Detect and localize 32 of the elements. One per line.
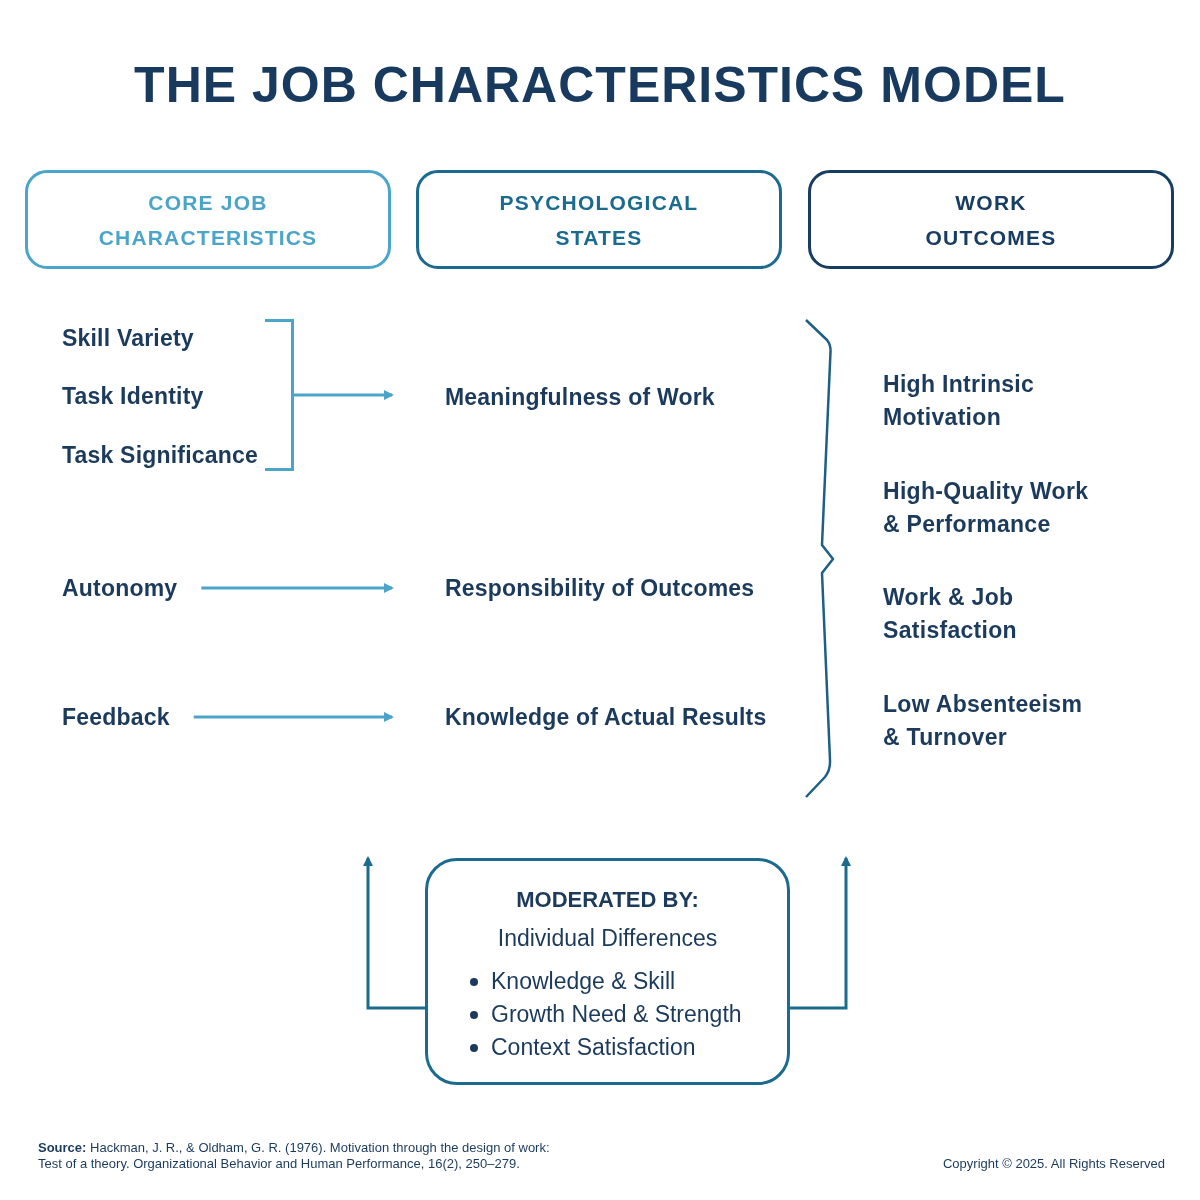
moderator-subheading: Individual Differences: [497, 924, 718, 953]
column-heading: WORK OUTCOMES: [925, 189, 1057, 251]
work-outcome-label: High Intrinsic Motivation: [883, 368, 1036, 434]
moderator-list-item: Knowledge & Skill: [491, 967, 676, 996]
column-header-card: [25, 170, 391, 269]
column-heading: PSYCHOLOGICAL STATES: [499, 189, 699, 251]
source-citation: Source: Hackman, J. R., & Oldham, G. R. (1976). Motivation through the design of work: Test of a theory. Organizational Behavior and Human Performance, 16(2), 250–279.: [38, 1140, 551, 1172]
moderator-heading: MODERATED BY:: [516, 886, 699, 914]
work-outcome-label: High-Quality Work & Performance: [883, 475, 1090, 541]
column-header-card: [416, 170, 782, 269]
moderator-list-item: Growth Need & Strength: [491, 1000, 742, 1029]
moderator-list-item: Context Satisfaction: [491, 1033, 696, 1062]
work-outcome-label: Work & Job Satisfaction: [883, 581, 1018, 647]
moderator-panel: [425, 858, 790, 1085]
psychological-state-label: Knowledge of Actual Results: [445, 702, 767, 732]
psychological-state-label: Responsibility of Outcomes: [445, 573, 755, 603]
connector-arrow: [193, 712, 394, 722]
connector-arrow: [790, 856, 851, 1010]
copyright-notice: Copyright © 2025. All Rights Reserved: [942, 1156, 1165, 1172]
connector-arrow: [363, 856, 425, 1010]
column-header-card: [808, 170, 1174, 269]
connector-arrow: [292, 390, 394, 400]
psychological-state-label: Meaningfulness of Work: [445, 382, 715, 412]
job-characteristic-label: Task Significance: [62, 440, 258, 470]
job-characteristic-label: Skill Variety: [62, 323, 194, 353]
job-characteristic-label: Task Identity: [62, 381, 204, 411]
diagram-title: THE JOB CHARACTERISTICS MODEL: [134, 56, 1066, 115]
job-characteristic-label: Feedback: [62, 702, 170, 732]
job-characteristic-label: Autonomy: [62, 573, 178, 603]
column-heading: CORE JOB CHARACTERISTICS: [98, 189, 318, 251]
work-outcome-label: Low Absenteeism & Turnover: [883, 688, 1084, 754]
connector-arrow: [201, 583, 394, 593]
